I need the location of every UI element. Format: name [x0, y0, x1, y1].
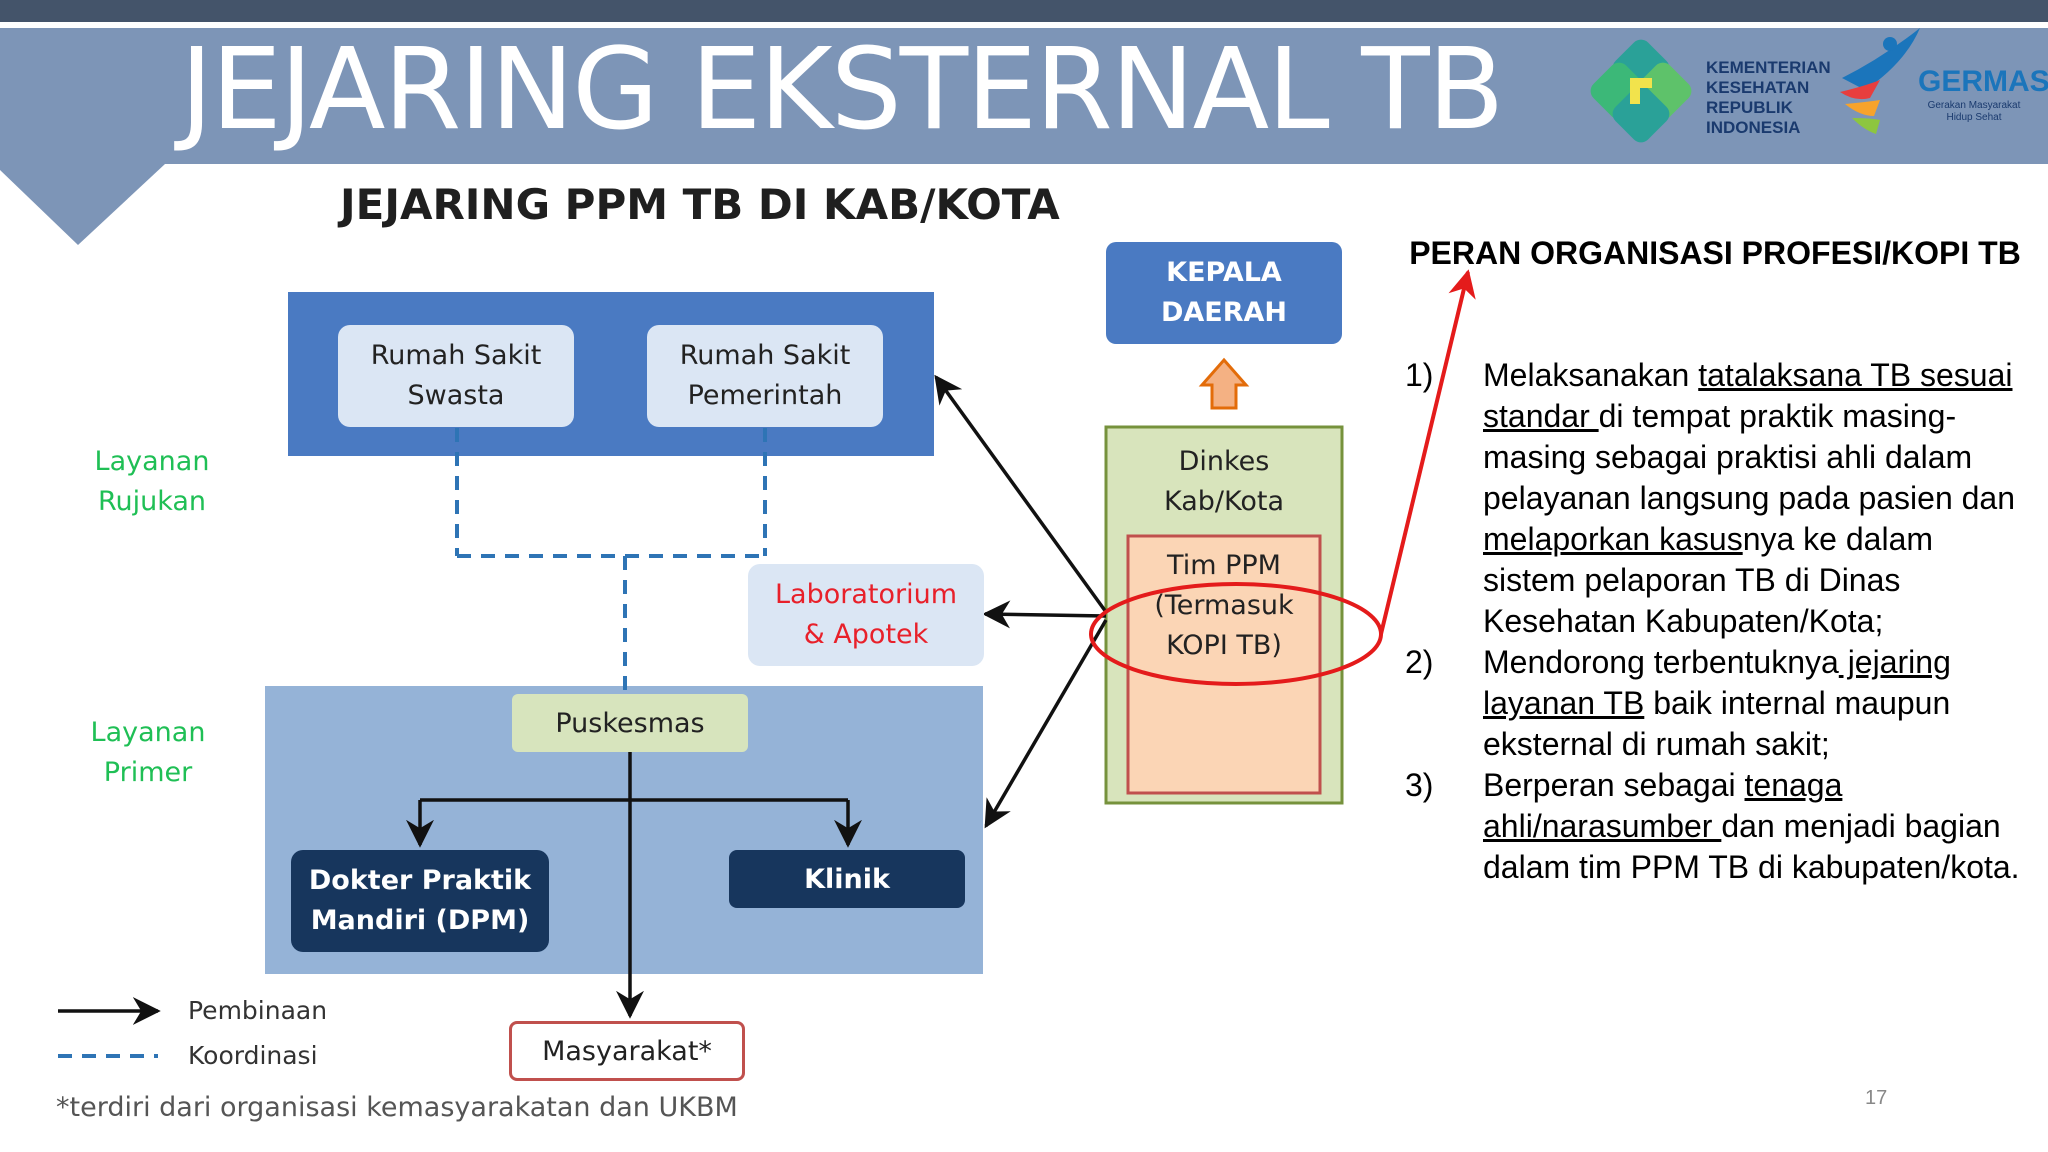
peran-item: 1) Melaksanakan tatalaksana TB sesuai st…: [1405, 355, 2025, 642]
node-kepala-daerah-label: KEPALA DAERAH: [1160, 257, 1288, 328]
label-layanan-primer: Layanan Primer: [90, 717, 206, 788]
node-rs-swasta: Rumah Sakit Swasta: [338, 325, 574, 427]
peran-text-segment: baik internal maupun eksternal di rumah …: [1483, 685, 1951, 762]
germas-logo: [1840, 28, 1920, 134]
peran-list: 1) Melaksanakan tatalaksana TB sesuai st…: [1405, 355, 2025, 888]
peran-text-underlined: melaporkan kasus: [1483, 521, 1743, 557]
node-dpm: Dokter Praktik Mandiri (DPM): [291, 850, 549, 952]
peran-item-number: 1): [1405, 357, 1434, 393]
node-tim-ppm-label: Tim PPM (Termasuk KOPI TB): [1154, 550, 1294, 661]
node-dinkes-label: Dinkes Kab/Kota: [1163, 446, 1285, 517]
node-rs-pemerintah-label: Rumah Sakit Pemerintah: [679, 340, 851, 411]
peran-item-text: Mendorong terbentuknya jejaring layanan …: [1483, 642, 2025, 765]
node-klinik: Klinik: [729, 850, 965, 908]
legend-koordinasi: Koordinasi: [188, 1041, 318, 1070]
diagram-title: JEJARING PPM TB DI KAB/KOTA: [340, 180, 1060, 229]
peran-text-segment: nya ke dalam sistem pelaporan TB di Dina…: [1483, 521, 1934, 639]
peran-text-underlined: tenaga ahli/narasumber: [1483, 767, 1843, 844]
kopi-pointer-arrow: [1379, 269, 1476, 635]
node-rs-pemerintah: Rumah Sakit Pemerintah: [647, 325, 883, 427]
peran-item-text: Berperan sebagai tenaga ahli/narasumber …: [1483, 765, 2025, 888]
peran-text-underlined: tatalaksana TB sesuai standar: [1483, 357, 2013, 434]
peran-text-segment: dan menjadi bagian dalam tim PPM TB di k…: [1483, 808, 2020, 885]
tim-ppm-panel: [1126, 534, 1322, 795]
up-arrow: [1198, 357, 1250, 410]
germas-tagline-line-2: Hidup Sehat: [1946, 112, 2002, 123]
kemenkes-logo-text: KEMENTERIAN KESEHATAN REPUBLIK INDONESIA: [1706, 58, 1831, 138]
top-bar-gap: [0, 22, 2048, 28]
page-title: JEJARING EKSTERNAL TB: [180, 25, 1504, 155]
node-dpm-label: Dokter Praktik Mandiri (DPM): [308, 865, 532, 936]
peran-text-segment: Melaksanakan: [1483, 357, 1699, 393]
peran-text-segment: Mendorong terbentuknya: [1483, 644, 1839, 680]
label-layanan-rujukan: Layanan Rujukan: [94, 446, 210, 517]
node-kepala-daerah: KEPALA DAERAH: [1106, 242, 1342, 344]
page-number: 17: [1865, 1087, 1888, 1109]
node-puskesmas-label: Puskesmas: [555, 707, 705, 739]
node-puskesmas: Puskesmas: [512, 694, 748, 752]
germas-tagline-line-1: Gerakan Masyarakat: [1927, 100, 2021, 111]
kemenkes-line-4: INDONESIA: [1706, 118, 1801, 137]
node-rs-swasta-label: Rumah Sakit Swasta: [370, 340, 542, 411]
pembinaan-arrows: [934, 374, 1108, 829]
header-band: [0, 28, 2048, 164]
kemenkes-line-2: KESEHATAN: [1706, 78, 1810, 97]
peran-text-underlined: jejaring layanan TB: [1483, 644, 1951, 721]
germas-logo-text: GERMAS: [1918, 65, 2048, 98]
node-tim-ppm: Tim PPM (Termasuk KOPI TB): [1128, 546, 1320, 666]
puskesmas-tree: [406, 752, 862, 1019]
peran-item-text: Melaksanakan tatalaksana TB sesuai stand…: [1483, 355, 2025, 642]
node-laboratorium-apotek: Laboratorium & Apotek: [748, 564, 984, 666]
peran-text-segment: di tempat praktik masing-masing sebagai …: [1483, 398, 2016, 516]
node-masyarakat-label: Masyarakat*: [542, 1035, 712, 1067]
germas-tagline: Gerakan Masyarakat Hidup Sehat: [1920, 100, 2028, 124]
node-laboratorium-label: Laboratorium & Apotek: [774, 579, 957, 650]
node-masyarakat: Masyarakat*: [509, 1021, 745, 1081]
peran-item-number: 3): [1405, 767, 1434, 803]
peran-item-number: 2): [1405, 644, 1434, 680]
legend-pembinaan: Pembinaan: [188, 996, 328, 1025]
node-dinkes: Dinkes Kab/Kota: [1106, 436, 1342, 528]
peran-text-segment: Berperan sebagai: [1483, 767, 1745, 803]
kemenkes-logo: [1590, 39, 1692, 143]
top-bar: [0, 0, 2048, 22]
peran-heading: PERAN ORGANISASI PROFESI/KOPI TB: [1409, 235, 2021, 271]
peran-item: 2) Mendorong terbentuknya jejaring layan…: [1405, 642, 2025, 765]
header-notch: [0, 164, 165, 245]
koordinasi-lines: [455, 428, 767, 690]
node-klinik-label: Klinik: [804, 863, 890, 895]
kemenkes-line-3: REPUBLIK: [1706, 98, 1793, 117]
footnote: *terdiri dari organisasi kemasyarakatan …: [56, 1092, 738, 1123]
peran-item: 3) Berperan sebagai tenaga ahli/narasumb…: [1405, 765, 2025, 888]
kemenkes-line-1: KEMENTERIAN: [1706, 58, 1831, 77]
